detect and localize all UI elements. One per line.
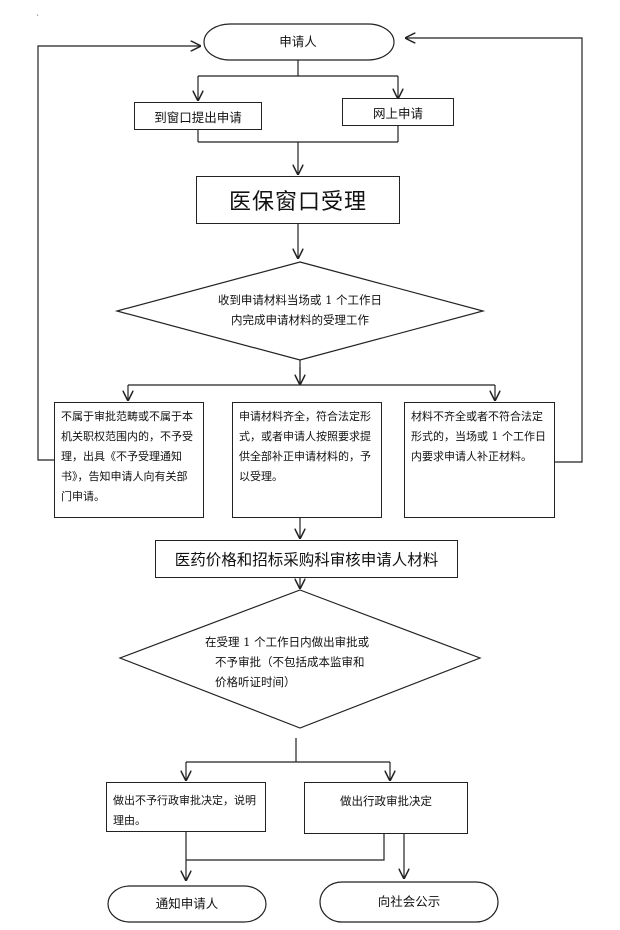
medical-insurance-window-box: 医保窗口受理 [196, 176, 400, 224]
accept-outcome-box: 申请材料齐全，符合法定形式，或者申请人按照要求提供全部补正申请材料的，予以受理。 [232, 402, 382, 518]
supplement-outcome-text: 材料不齐全或者不符合法定形式的，当场或 1 个工作日内要求申请人补正材料。 [411, 410, 546, 463]
window-application-box: 到窗口提出申请 [134, 102, 262, 130]
approve-decision-box: 做出行政审批决定 [304, 782, 468, 834]
start-terminal-shape [203, 23, 395, 61]
notify-terminal-shape [107, 885, 267, 923]
start-label: 申请人 [279, 34, 317, 49]
decision2-line1: 在受理 1 个工作日内做出审批或 [205, 635, 370, 649]
deny-decision-box: 做出不予行政审批决定，说明理由。 [106, 782, 266, 832]
review-box: 医药价格和招标采购科审核申请人材料 [155, 540, 458, 578]
decision2-line3: 价格听证时间） [215, 675, 296, 689]
medical-insurance-window-label: 医保窗口受理 [228, 190, 367, 215]
approve-decision-text: 做出行政审批决定 [340, 794, 432, 808]
public-announcement-label: 向社会公示 [377, 894, 441, 909]
decision1-line2: 内完成申请材料的受理工作 [231, 313, 369, 327]
deny-decision-text: 做出不予行政审批决定，说明理由。 [113, 794, 256, 827]
reject-outcome-box: 不属于审批范畴或不属于本机关职权范围内的，不予受理，出具《不予受理通知书》，告知… [54, 402, 204, 518]
corner-mark: ˏ [36, 7, 39, 17]
notify-applicant-label: 通知申请人 [155, 896, 219, 911]
decision1-line1: 收到申请材料当场或 1 个工作日 [217, 293, 383, 307]
reject-outcome-text: 不属于审批范畴或不属于本机关职权范围内的，不予受理，出具《不予受理通知书》，告知… [61, 410, 193, 503]
online-application-box: 网上申请 [342, 98, 454, 126]
decision2-line2: 不予审批（不包括成本监审和 [215, 655, 365, 669]
supplement-outcome-box: 材料不齐全或者不符合法定形式的，当场或 1 个工作日内要求申请人补正材料。 [404, 402, 555, 518]
accept-outcome-text: 申请材料齐全，符合法定形式，或者申请人按照要求提供全部补正申请材料的，予以受理。 [239, 410, 371, 483]
review-label: 医药价格和招标采购科审核申请人材料 [174, 551, 439, 569]
publish-terminal-shape [319, 881, 499, 923]
decision2-diamond [118, 589, 482, 729]
window-application-label: 到窗口提出申请 [154, 109, 242, 125]
online-application-label: 网上申请 [372, 105, 423, 121]
